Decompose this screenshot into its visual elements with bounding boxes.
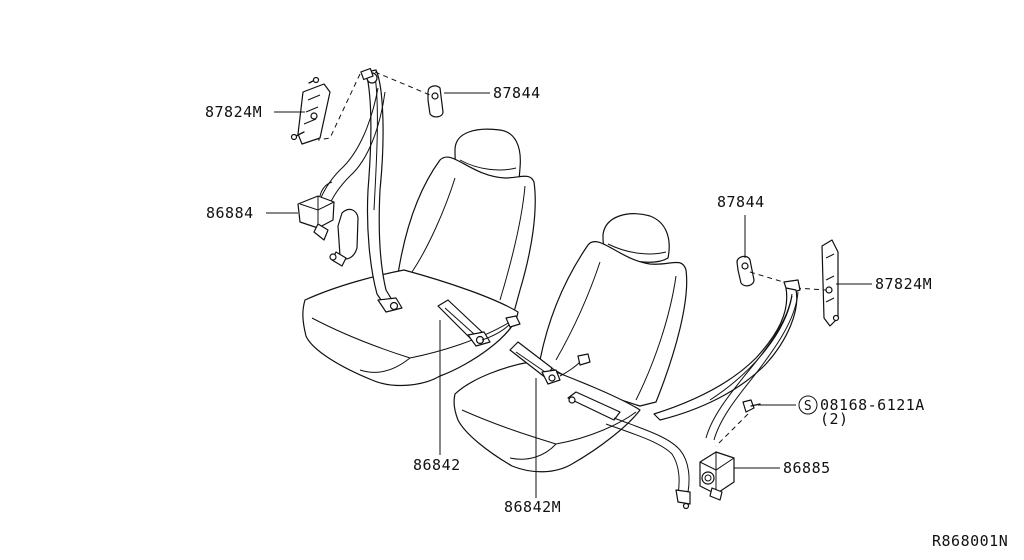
label-86842: 86842 [413, 456, 461, 474]
left-bezel [427, 85, 444, 118]
label-86884: 86884 [206, 204, 254, 222]
right-buckle [509, 341, 591, 385]
right-shoulder-belt [653, 279, 801, 441]
label-87844-left: 87844 [493, 84, 541, 102]
label-87824m-right: 87824M [875, 275, 932, 293]
label-86885: 86885 [783, 459, 831, 477]
left-pillar-guide [290, 76, 331, 145]
right-pillar-guide [821, 239, 840, 327]
right-bezel [736, 255, 755, 287]
right-retractor [699, 451, 735, 501]
label-87824m-left: 87824M [205, 103, 262, 121]
left-upper-anchor [360, 67, 378, 84]
bolt [742, 399, 761, 413]
diagram-code: R868001N [932, 532, 1008, 550]
label-bolt-qty: (2) [820, 410, 849, 428]
right-lap-belt [567, 391, 691, 510]
left-seat [302, 67, 536, 387]
label-86842m: 86842M [504, 498, 561, 516]
bolt-spec-symbol: S [804, 399, 812, 414]
left-retractor [297, 181, 335, 241]
label-87844-right: 87844 [717, 193, 765, 211]
left-buckle [437, 299, 521, 347]
label-bolt-spec: 08168-6121A [820, 396, 925, 414]
bolt-spec-symbol-icon [798, 395, 818, 415]
